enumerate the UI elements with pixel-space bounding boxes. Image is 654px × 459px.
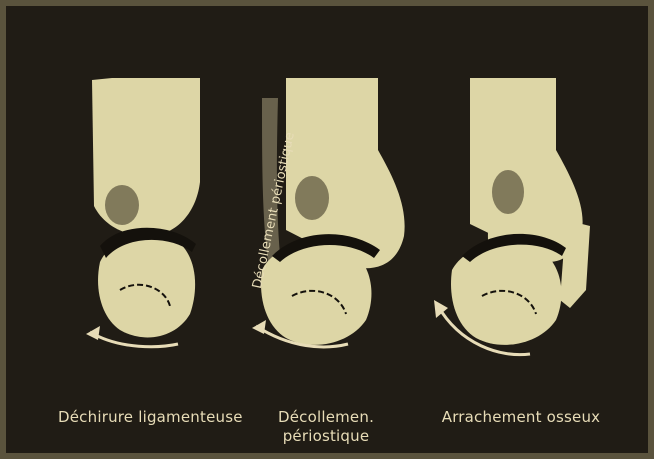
caption-bony-avulsion: Arrachement osseux — [436, 408, 606, 426]
caption-periosteal-detachment: Décollemen. périostique — [266, 408, 386, 446]
panel-ligament-tear — [86, 78, 200, 347]
caption-line-1: Décollemen. — [266, 408, 386, 427]
caption-line-2: périostique — [266, 427, 386, 446]
caption-ligament-tear: Déchirure ligamenteuse — [58, 408, 238, 426]
panel-bony-avulsion — [434, 78, 590, 355]
